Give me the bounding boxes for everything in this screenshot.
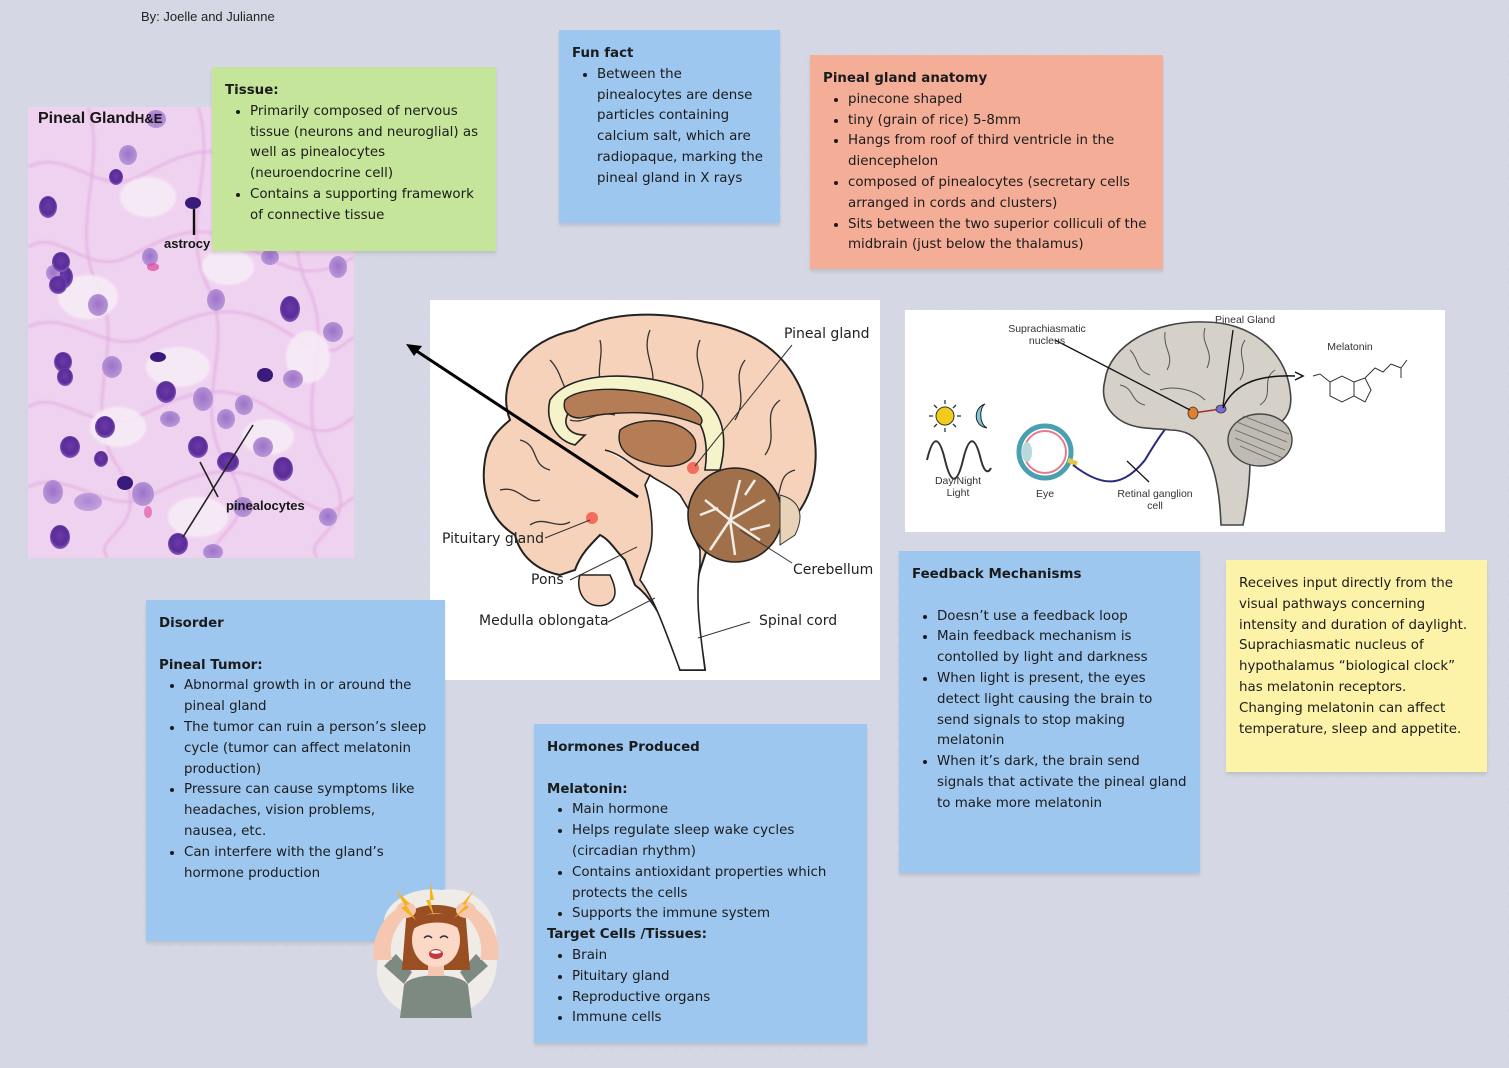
label-eye: Eye [1035, 488, 1055, 500]
list-item: Hangs from roof of third ventricle in th… [848, 131, 1150, 173]
list-item: The tumor can ruin a person’s sleep cycl… [184, 718, 432, 780]
tissue-title: Tissue: [225, 83, 279, 98]
feedback-list: Doesn’t use a feedback loop Main feedbac… [912, 607, 1187, 815]
disorder-title: Disorder [159, 616, 224, 631]
anatomy-list: pinecone shaped tiny (grain of rice) 5-8… [823, 90, 1150, 256]
label-cerebellum: Cerebellum [793, 562, 874, 578]
headache-illustration [366, 880, 506, 1022]
list-item: Doesn’t use a feedback loop [937, 607, 1187, 628]
label-pineal-gland: Pineal gland [784, 326, 870, 342]
label-pituitary-gland: Pituitary gland [442, 531, 544, 547]
tissue-list: Primarily composed of nervous tissue (ne… [225, 102, 483, 227]
tissue-note[interactable]: Tissue: Primarily composed of nervous ti… [212, 67, 496, 251]
label-day-night-light: Day/Night Light [934, 475, 982, 499]
fun-fact-note[interactable]: Fun fact Between the pinealocytes are de… [559, 30, 780, 223]
anatomy-title: Pineal gland anatomy [823, 71, 988, 86]
pituitary-dot [586, 512, 598, 524]
label-spinal-cord: Spinal cord [759, 613, 838, 629]
target-list: Brain Pituitary gland Reproductive organ… [547, 946, 854, 1029]
label-scn: Suprachiasmatic nucleus [1008, 323, 1086, 347]
list-item: Immune cells [572, 1008, 854, 1029]
pinealocytes-label: pinealocytes [226, 498, 305, 513]
feedback-note[interactable]: Feedback Mechanisms Doesn’t use a feedba… [899, 551, 1200, 873]
list-item: Primarily composed of nervous tissue (ne… [250, 102, 483, 185]
list-item: pinecone shaped [848, 90, 1150, 111]
receives-input-note[interactable]: Receives input directly from the visual … [1226, 560, 1487, 772]
anatomy-note[interactable]: Pineal gland anatomy pinecone shaped tin… [810, 55, 1163, 269]
label-pineal-gland-2: Pineal Gland [1214, 314, 1276, 326]
list-item: Sits between the two superior colliculi … [848, 215, 1150, 257]
label-retinal-ganglion: Retinal ganglion cell [1117, 488, 1193, 512]
disorder-note[interactable]: Disorder Pineal Tumor: Abnormal growth i… [146, 600, 445, 941]
list-item: Main feedback mechanism is contolled by … [937, 627, 1187, 669]
list-item: Reproductive organs [572, 988, 854, 1009]
list-item: Contains a supporting framework of conne… [250, 185, 483, 227]
label-pons: Pons [531, 572, 564, 588]
astrocyte-label: astrocy [164, 236, 211, 251]
list-item: Between the pinealocytes are dense parti… [597, 65, 767, 190]
list-item: composed of pinealocytes (secretary cell… [848, 173, 1150, 215]
list-item: tiny (grain of rice) 5-8mm [848, 111, 1150, 132]
fun-fact-list: Between the pinealocytes are dense parti… [572, 65, 767, 190]
headache-person-icon [373, 882, 499, 1019]
histology-title: Pineal GlandH&E [38, 110, 163, 127]
list-item: Brain [572, 946, 854, 967]
list-item: Helps regulate sleep wake cycles (circad… [572, 821, 854, 863]
list-item: Contains antioxidant properties which pr… [572, 863, 854, 905]
list-item: When it’s dark, the brain send signals t… [937, 752, 1187, 814]
disorder-list: Abnormal growth in or around the pineal … [159, 676, 432, 884]
hormones-title: Hormones Produced [547, 740, 700, 755]
hormones-note[interactable]: Hormones Produced Melatonin: Main hormon… [534, 724, 867, 1043]
list-item: Supports the immune system [572, 904, 854, 925]
list-item: Pituitary gland [572, 967, 854, 988]
circadian-illustration [926, 321, 1408, 526]
target-cells-subtitle: Target Cells /Tissues: [547, 927, 707, 943]
fun-fact-title: Fun fact [572, 46, 634, 61]
circadian-diagram: Suprachiasmatic nucleus Pineal Gland Mel… [905, 310, 1445, 532]
feedback-title: Feedback Mechanisms [912, 567, 1082, 582]
list-item: Abnormal growth in or around the pineal … [184, 676, 432, 718]
melatonin-list: Main hormone Helps regulate sleep wake c… [547, 800, 854, 925]
list-item: Main hormone [572, 800, 854, 821]
brain-illustration [406, 300, 880, 680]
brain-sagittal-diagram: Pineal gland Pituitary gland Pons Medull… [400, 300, 880, 680]
melatonin-subtitle: Melatonin: [547, 781, 628, 797]
label-medulla: Medulla oblongata [479, 613, 609, 629]
list-item: Can interfere with the gland’s hormone p… [184, 843, 432, 885]
pineal-tumor-subtitle: Pineal Tumor: [159, 657, 263, 673]
list-item: Pressure can cause symptoms like headach… [184, 780, 432, 842]
label-melatonin: Melatonin [1327, 341, 1373, 353]
receives-input-text: Receives input directly from the visual … [1239, 576, 1468, 737]
byline: By: Joelle and Julianne [141, 9, 275, 24]
list-item: When light is present, the eyes detect l… [937, 669, 1187, 752]
